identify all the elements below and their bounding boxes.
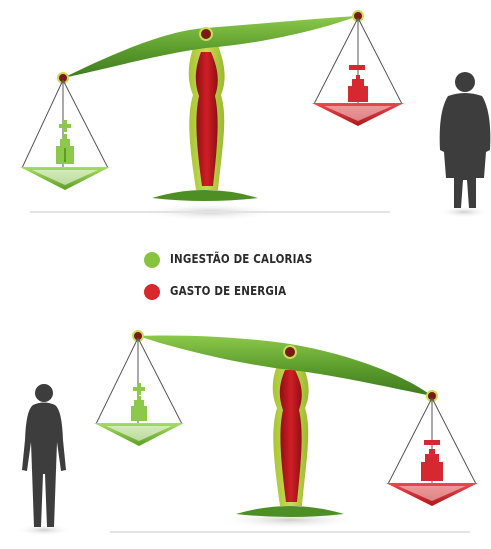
pillar-base [236,506,344,517]
bottom-scale [16,330,478,536]
legend-item-calories: INGESTÃO DE CALORIAS [170,252,336,266]
pillar-base [152,190,258,201]
pan-highlight [106,426,172,441]
minus-icon [349,65,365,70]
legend-label-energy: GASTO DE ENERGIA [170,284,287,298]
balance-beam [138,335,432,396]
calorie-weight-icon [56,134,74,164]
obese-person-icon [439,72,491,208]
legend-label-calories: INGESTÃO DE CALORIAS [170,252,313,266]
energy-weight-icon [348,75,368,102]
energy-weight-icon [421,449,443,481]
balance-beam [63,16,358,78]
pivot-icon [199,27,213,41]
pivot-icon [283,345,297,359]
floor-shadow [16,524,72,536]
pillar-inner [195,52,218,186]
plus-icon [133,383,145,395]
thin-person-icon [22,384,66,527]
minus-icon [424,440,440,445]
top-scale [20,10,491,221]
pan-highlight [324,106,392,121]
pan-highlight [32,170,98,185]
legend-calories-dot [144,252,160,268]
legend-item-energy: GASTO DE ENERGIA [170,284,305,298]
pillar-inner [279,370,302,502]
pan-highlight [398,486,466,501]
floor-shadow [438,206,490,218]
right-pan [312,103,404,126]
calorie-weight-icon [131,396,147,421]
legend-energy-dot [144,284,160,300]
right-pan [386,483,478,506]
plus-icon [59,120,71,132]
